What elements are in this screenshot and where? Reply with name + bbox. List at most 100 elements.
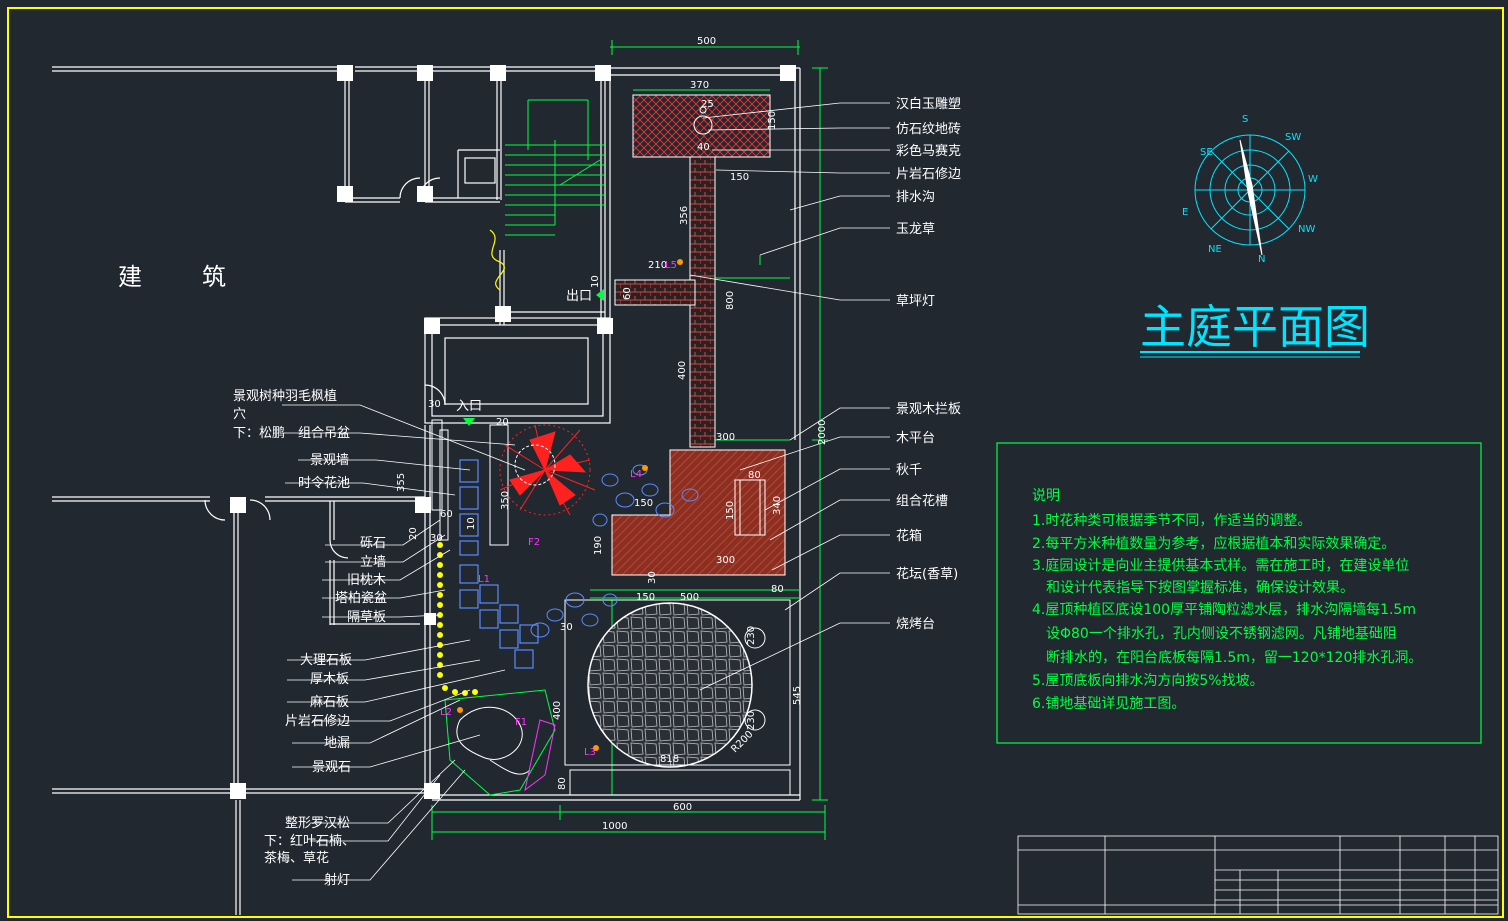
lamp-l4: L4 (630, 469, 642, 480)
dim-60: 60 (622, 287, 633, 300)
dim-80b: 80 (771, 584, 784, 595)
leader-line (282, 404, 526, 471)
note-line: 设Φ80一个排水孔，孔内侧设不锈钢滤网。凡铺地基础阻 (1032, 625, 1397, 642)
callout-houmu: 厚木板 (310, 672, 349, 687)
leader-line (285, 482, 456, 496)
lamp-f1: F1 (515, 717, 527, 728)
note-line: 和设计代表指导下按图掌握标准，确保设计效果。 (1032, 580, 1354, 596)
callout-huaxiang: 花箱 (896, 528, 922, 544)
dim-400: 400 (677, 361, 688, 380)
callout-paishui: 排水沟 (896, 190, 935, 205)
spiral-decor (489, 229, 505, 291)
callout-xue: 穴 (233, 407, 246, 422)
dim-2000: 2000 (817, 420, 828, 445)
dim-30c: 30 (560, 622, 573, 633)
leader-line (322, 589, 446, 599)
notes-heading: 说明 (1032, 488, 1060, 504)
dim-370: 370 (690, 80, 709, 91)
leader-line (292, 699, 461, 744)
dim-230a: 230 (746, 626, 757, 645)
dim-10: 10 (590, 275, 601, 288)
compass-e: E (1182, 207, 1188, 218)
leader-line (764, 468, 890, 511)
lamp-f2: F2 (528, 537, 540, 548)
callout-jingguanqiang: 景观墙 (310, 453, 349, 468)
notes-box (996, 442, 1482, 744)
exit-arrow-icon (596, 289, 604, 301)
lamp-l5: L5 (665, 260, 677, 271)
callout-liqiang: 立墙 (360, 555, 386, 570)
dim-40: 40 (697, 142, 710, 153)
leader-line (784, 572, 890, 611)
dim-545: 545 (792, 686, 803, 705)
dim-80a: 80 (748, 470, 761, 481)
callout-zhengxing: 整形罗汉松 (285, 816, 350, 831)
callout-xia2: 下：红叶石楠、 (264, 833, 355, 849)
callout-xia1: 下：松鹏 组合吊盆 (233, 426, 350, 441)
dim-1000: 1000 (602, 821, 627, 832)
notes-lines: 1.时花种类可根据季节不同，作适当的调整。 2.每平方米种植数量为参考，应根据植… (1032, 513, 1422, 712)
compass-rose (1194, 134, 1306, 256)
dim-190: 190 (593, 536, 604, 555)
callout-pianyan2: 片岩石修边 (285, 714, 350, 729)
mosaic-path-horizontal (614, 279, 696, 306)
callout-shedeng: 射灯 (324, 872, 350, 888)
lamp-l2: L2 (440, 707, 452, 718)
leader-line (759, 227, 890, 256)
leader-line (322, 549, 451, 581)
left-leaders (282, 404, 526, 881)
bbq-paving (564, 599, 791, 796)
note-line: 3.庭园设计是向业主提供基本式样。需在施工时，在建设单位 (1032, 557, 1409, 574)
callout-tabai: 塔柏瓷盆 (335, 591, 387, 606)
dim-800: 800 (725, 291, 736, 310)
dim-500-top: 500 (697, 36, 716, 47)
note-line: 4.屋顶种植区底设100厚平铺陶粒滤水层，排水沟隔墙每1.5m (1032, 602, 1416, 618)
compass-n: N (1258, 254, 1265, 265)
callout-dali: 大理石板 (300, 653, 352, 668)
leader-line (287, 669, 506, 703)
dim-600: 600 (673, 802, 692, 813)
feature-wall (431, 419, 509, 546)
feather-maple-tree (499, 424, 596, 516)
leader-line (312, 689, 471, 722)
staircase (505, 99, 605, 236)
dim-150d: 150 (725, 501, 736, 520)
note-line: 5.屋顶底板向排水沟方向按5%找坡。 (1032, 673, 1264, 689)
dim-25: 25 (701, 99, 714, 110)
left-callouts: 景观树种羽毛枫植 穴 下：松鹏 组合吊盆 景观墙 时令花池 砾石 立墙 旧枕木 … (233, 389, 387, 888)
leader-line (292, 769, 466, 881)
callout-shaokao: 烧烤台 (896, 617, 935, 632)
sculpture-paving (632, 94, 771, 158)
note-line: 1.时花种类可根据季节不同，作适当的调整。 (1032, 513, 1311, 529)
page-title: 主庭平面图 (1140, 300, 1370, 354)
lamp-dot (593, 745, 599, 751)
wood-deck (611, 449, 786, 576)
callout-jiuzhen: 旧枕木 (347, 573, 386, 588)
callout-mulan: 景观木拦板 (896, 402, 961, 417)
leader-line (699, 622, 890, 691)
dim-60b: 60 (440, 509, 453, 520)
leader-line (789, 407, 890, 441)
leader-line (715, 169, 890, 174)
callout-caise: 彩色马赛克 (896, 143, 961, 159)
note-line: 6.铺地基础详见施工图。 (1032, 695, 1185, 712)
callout-zuhe: 组合花槽 (896, 493, 948, 509)
compass-s: S (1242, 114, 1248, 125)
callout-dilou: 地漏 (324, 735, 350, 751)
compass-ne: NE (1208, 244, 1222, 255)
title-block (1017, 835, 1499, 915)
leader-line (789, 195, 890, 211)
exit-label: 出口 (566, 289, 592, 304)
pot-cluster (514, 444, 556, 486)
rockery (444, 689, 556, 796)
interior-room (424, 317, 611, 424)
dim-20a: 20 (496, 417, 509, 428)
callout-gecao: 隔草板 (347, 610, 386, 625)
leader-line (325, 534, 446, 563)
dim-400b: 400 (552, 701, 563, 720)
dim-30a: 30 (428, 399, 441, 410)
dim-150e: 150 (636, 592, 655, 603)
lamp-l1: L1 (478, 574, 490, 585)
callout-hanbaiyu: 汉白玉雕塑 (896, 96, 961, 112)
hedge-dots (437, 542, 478, 696)
